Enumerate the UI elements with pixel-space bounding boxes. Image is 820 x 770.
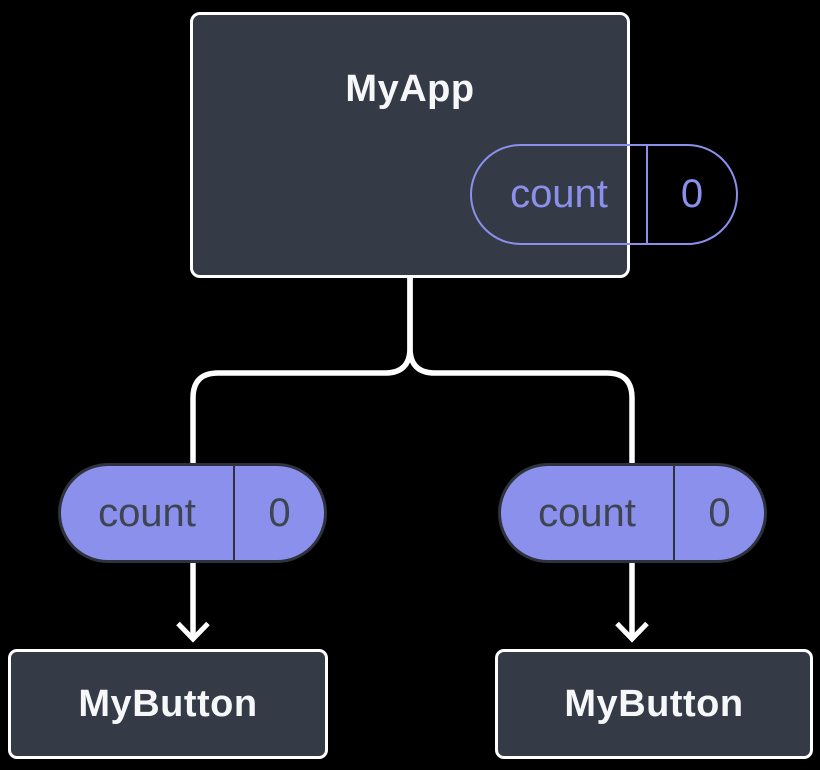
component-title-mybutton-right: MyButton — [564, 682, 744, 725]
state-pill-value: 0 — [680, 172, 704, 216]
prop-pill-name: count — [501, 466, 675, 560]
component-title-myapp: MyApp — [345, 68, 475, 110]
down-arrowhead-right-icon — [615, 621, 649, 643]
component-title-mybutton-left: MyButton — [78, 682, 258, 725]
component-node-myapp: MyApp count 0 — [190, 12, 738, 278]
down-arrowhead-left-icon — [176, 621, 210, 643]
component-node-mybutton-right: MyButton — [495, 649, 813, 759]
prop-pill-value: 0 — [268, 490, 291, 535]
component-node-mybutton-left: MyButton — [8, 649, 328, 759]
state-pill-myapp: count 0 — [470, 144, 738, 245]
prop-pill-left: count 0 — [58, 463, 327, 563]
connector-right-branch — [407, 277, 635, 637]
prop-pill-right: count 0 — [498, 463, 767, 563]
prop-pill-name: count — [61, 466, 235, 560]
state-pill-name: count — [472, 146, 648, 243]
connector-left-branch — [190, 277, 413, 637]
prop-pill-value: 0 — [708, 490, 731, 535]
